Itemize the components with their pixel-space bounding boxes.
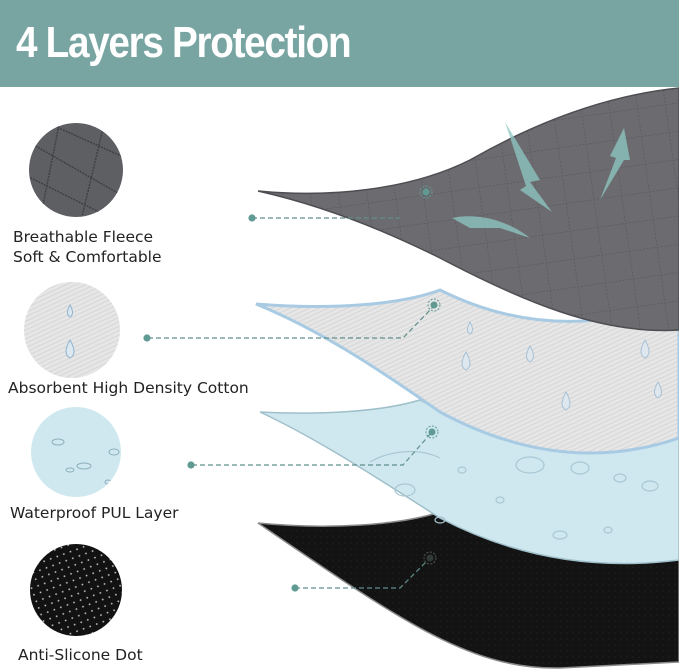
title-banner: 4 Layers Protection [0,0,679,87]
pul-swatch [31,407,121,497]
fleece-label-line1: Breathable Fleece [13,228,154,246]
cotton-label: Absorbent High Density Cotton [8,379,249,397]
page-title: 4 Layers Protection [16,18,352,67]
dots-label: Anti-Slicone Dot [18,646,143,664]
layer-pul-sheet [259,399,679,565]
pul-label: Waterproof PUL Layer [10,504,179,522]
fleece-swatch [29,123,123,217]
fleece-label-line2: Soft & Comfortable [13,248,162,266]
layer-cotton-sheet [255,288,679,455]
dots-swatch [30,544,122,636]
layer-fleece-sheet [257,87,679,332]
cotton-swatch [24,282,120,378]
